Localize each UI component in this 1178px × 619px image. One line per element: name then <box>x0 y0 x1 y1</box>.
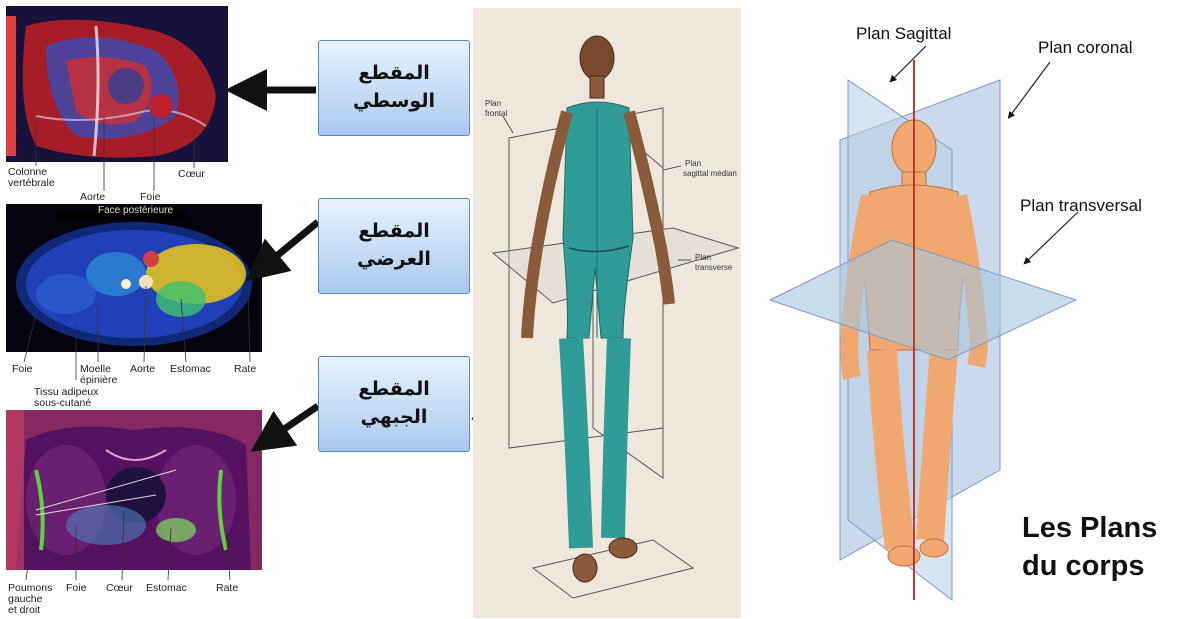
model-label-frontal-1: Plan <box>485 100 501 109</box>
title-line-2: du corps <box>1022 548 1144 584</box>
label-rate-t: Rate <box>234 364 256 375</box>
label-estomac-c: Estomac <box>146 583 187 594</box>
box-sagittal-line1: المقطع <box>358 60 430 88</box>
label-epiniere: épinière <box>80 375 117 386</box>
label-plan-transversal: Plan transversal <box>1020 196 1142 216</box>
model-illustration <box>473 8 741 618</box>
label-vertebrale: vertébrale <box>8 178 55 189</box>
label-etdroit: et droit <box>8 605 40 616</box>
body-planes-panel: Plan Sagittal Plan coronal Plan transver… <box>752 0 1176 619</box>
box-transverse-line1: المقطع <box>358 218 430 246</box>
coronal-scan-panel: Poumons gauche et droit Foie Cœur Estoma… <box>6 410 262 617</box>
model-label-sagittal-2: sagittal médian <box>683 170 737 179</box>
label-aorte-t: Aorte <box>130 364 155 375</box>
arrow-to-coronal-scan <box>268 406 318 440</box>
label-estomac-t: Estomac <box>170 364 211 375</box>
box-coronal-line2: الجبهي <box>361 404 428 432</box>
label-foie-t: Foie <box>12 364 32 375</box>
anatomical-model-panel: Plan frontal Plan sagittal médian Plan t… <box>473 8 741 618</box>
model-label-transverse-2: transverse <box>695 264 732 273</box>
label-aorte: Aorte <box>80 192 105 201</box>
box-transverse-section: المقطع العرضي <box>318 198 470 294</box>
box-transverse-line2: العرضي <box>357 246 431 274</box>
arrow-to-transverse-scan <box>262 222 318 268</box>
label-foie-c: Foie <box>66 583 86 594</box>
transverse-scan-leaders <box>6 204 262 410</box>
label-plan-coronal: Plan coronal <box>1038 38 1133 58</box>
label-coeur-c: Cœur <box>106 583 133 594</box>
sagittal-scan-panel: Colonne vertébrale Aorte Foie Cœur <box>6 6 228 201</box>
label-plan-sagittal: Plan Sagittal <box>856 24 951 44</box>
label-foie: Foie <box>140 192 160 201</box>
label-rate-c: Rate <box>216 583 238 594</box>
model-label-frontal-2: frontal <box>485 110 507 119</box>
box-sagittal-section: المقطع الوسطي <box>318 40 470 136</box>
box-sagittal-line2: الوسطي <box>353 88 435 116</box>
box-coronal-section: المقطع الجبهي <box>318 356 470 452</box>
box-coronal-line1: المقطع <box>358 376 430 404</box>
transverse-scan-panel: Face postérieure Foie Moelle épinière Ao… <box>6 204 262 410</box>
label-souscutane: sous-cutané <box>34 398 91 409</box>
model-label-sagittal-1: Plan <box>685 160 701 169</box>
label-coeur: Cœur <box>178 169 205 180</box>
title-line-1: Les Plans <box>1022 510 1157 546</box>
model-label-transverse-1: Plan <box>695 254 711 263</box>
